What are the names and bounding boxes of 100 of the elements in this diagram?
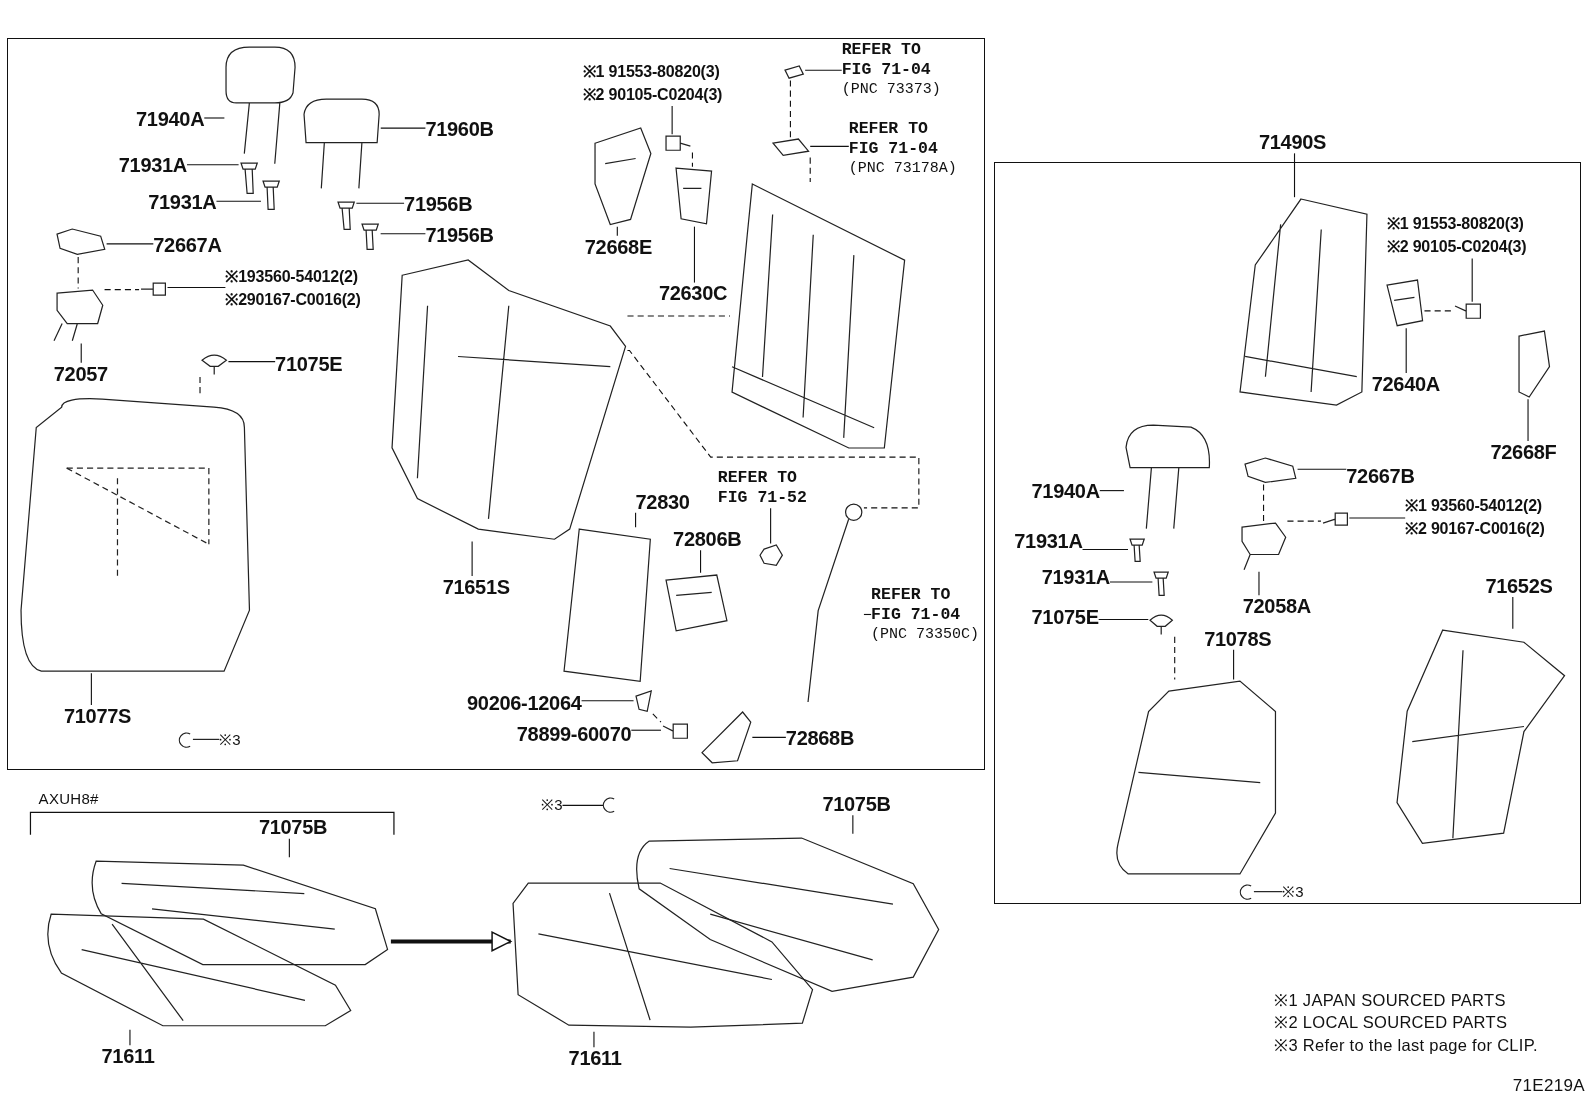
lock-drawing (1239, 520, 1288, 572)
leader-line (1527, 398, 1529, 442)
note-mark: ※3 (541, 796, 563, 815)
part-number: 71075B (258, 816, 328, 839)
leader-line (90, 672, 92, 706)
leader-line (1233, 649, 1235, 680)
leader-line (288, 838, 290, 858)
part-number: 71931A (148, 191, 217, 213)
dashed-assembly-line (652, 713, 662, 723)
leader-line (751, 736, 787, 738)
leader-line (635, 512, 637, 528)
seatback-frame-drawing (729, 181, 907, 450)
part-number: 71651S (442, 575, 510, 598)
part-number: ※2 90105-C0204(3) (582, 84, 723, 105)
leader-line (129, 1029, 131, 1046)
dashed-assembly-line (77, 256, 79, 290)
leader-line (186, 164, 240, 166)
leader-line (630, 729, 662, 731)
part-number: 71960B (425, 117, 494, 140)
clip-drawing (782, 63, 806, 81)
bracket-drawing (633, 689, 653, 714)
arrow (390, 931, 512, 952)
cover-drawing (699, 709, 753, 765)
leader-line (770, 507, 772, 544)
cover-drawing (592, 125, 653, 227)
dashed-assembly-line (626, 315, 731, 317)
part-number: 71075B (822, 793, 891, 816)
part-number: 71956B (404, 193, 473, 216)
guide-drawing (260, 178, 282, 212)
leader-line (581, 700, 635, 702)
part-number: 72630C (658, 282, 728, 305)
seatback-frame-drawing (1237, 196, 1369, 408)
part-number: 71611 (568, 1046, 622, 1069)
guide-drawing (336, 200, 357, 232)
dashed-assembly-line (1286, 520, 1322, 522)
leader-line (355, 202, 405, 204)
leader-line (852, 814, 854, 835)
leader-line (1293, 152, 1296, 198)
armrest-drawing (562, 526, 653, 684)
part-number: 71940A (1031, 480, 1100, 503)
part-number: 72640A (1371, 372, 1440, 395)
dashed-assembly-line (104, 289, 140, 291)
leader-line (215, 200, 262, 202)
leader-line (203, 117, 225, 119)
cap-drawing (54, 227, 107, 257)
dashed-assembly-line (1263, 483, 1265, 522)
part-number: 71931A (118, 154, 187, 177)
reference-note: REFER TO FIG 71-04 (841, 39, 932, 80)
part-number: ※193560-54012(2) (225, 266, 359, 287)
cap-drawing (1242, 455, 1298, 485)
leader-line (1099, 490, 1125, 492)
leader-line (1258, 571, 1260, 596)
part-number: ※290167-C0016(2) (225, 289, 361, 310)
dashed-assembly-line (1174, 636, 1176, 680)
part-number: 71652S (1485, 574, 1553, 597)
part-number: ※1 91553-80820(3) (582, 61, 721, 82)
dashed-assembly-line (626, 349, 920, 509)
headrest-drawing (224, 44, 298, 166)
part-number: 72057 (53, 362, 108, 385)
frame-border (994, 162, 1581, 904)
nut-drawing (758, 543, 785, 568)
note-mark: ※3 (219, 731, 241, 750)
headrest-drawing (301, 97, 381, 191)
seatback-pad-drawing (1395, 628, 1567, 846)
part-number: 72668E (584, 235, 652, 258)
leader-line (1098, 619, 1149, 621)
part-number: 71931A (1014, 530, 1083, 553)
dashed-assembly-line (199, 376, 201, 396)
footnote: ※1 JAPAN SOURCED PARTS (1274, 989, 1506, 1011)
leader-line (1109, 581, 1153, 583)
leader-line (106, 243, 154, 245)
bolt-drawing (139, 281, 168, 298)
part-number: 71077S (63, 704, 132, 727)
leader-line (593, 1031, 595, 1048)
part-number: ※1 91553-80820(3) (1386, 214, 1525, 235)
part-number: 72667B (1346, 465, 1415, 488)
dashed-assembly-line (789, 79, 791, 138)
guide-drawing (1128, 537, 1147, 564)
part-number: 71075E (275, 353, 343, 376)
reference-note: REFER TO FIG 71-04 (871, 584, 962, 625)
dashed-assembly-line (691, 151, 693, 168)
leader-line (1512, 596, 1514, 630)
guide-drawing (360, 222, 381, 252)
leader-line (1297, 468, 1347, 470)
leader-line (1405, 327, 1407, 374)
part-number: 72668F (1490, 440, 1557, 463)
clip-drawing (770, 137, 811, 158)
note-mark: ※3 (1282, 883, 1304, 902)
leader-line (671, 105, 673, 135)
part-number: 71075E (1031, 606, 1099, 629)
reference-note: REFER TO FIG 71-52 (717, 468, 808, 509)
leader-line (863, 613, 872, 616)
footnote: ※2 LOCAL SOURCED PARTS (1274, 1012, 1508, 1034)
part-number: 72667A (153, 233, 222, 256)
bolt-drawing (663, 134, 693, 153)
part-number: 90206-12064 (467, 691, 582, 714)
leader-line (693, 226, 696, 284)
leader-line (380, 127, 426, 129)
leader-line (227, 361, 276, 363)
bolt-drawing (1452, 301, 1483, 320)
